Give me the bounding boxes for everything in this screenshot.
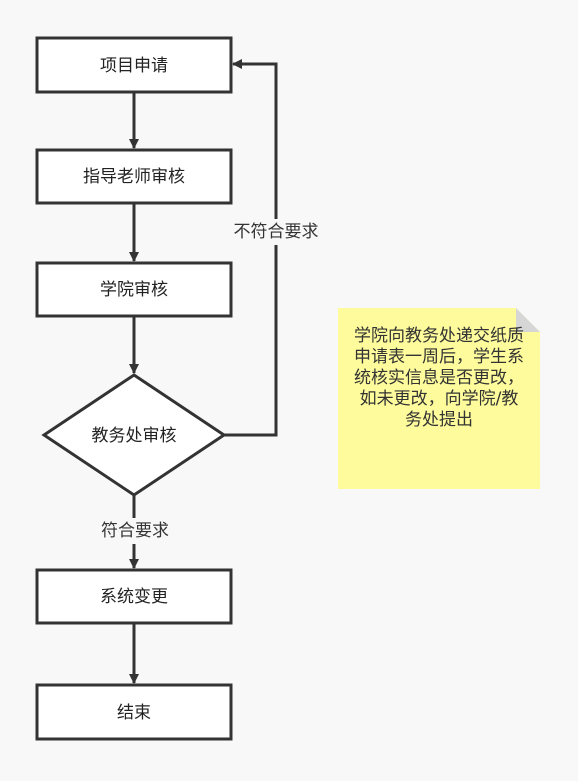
sticky-note-text: 学院向教务处递交纸质申请表一周后，学生系统核实信息是否更改，如未更改，向学院/教… (354, 326, 524, 430)
sticky-note (338, 308, 540, 489)
edge-label-rejected: 不符合要求 (234, 222, 319, 242)
edge-label-approved: 符合要求 (101, 521, 169, 541)
node-end-label: 结束 (117, 703, 151, 723)
edge-label-approved-bg (92, 518, 178, 544)
node-college-review-label: 学院审核 (100, 280, 168, 300)
node-academic-review-label: 教务处审核 (92, 426, 177, 446)
node-apply: 项目申请 (35, 36, 233, 94)
node-apply-label: 项目申请 (100, 56, 168, 76)
node-system-change-label: 系统变更 (100, 587, 168, 607)
node-college-review: 学院审核 (35, 261, 233, 318)
node-system-change: 系统变更 (35, 568, 233, 625)
edge-label-rejected-bg (224, 219, 328, 245)
node-advisor-review-label: 指导老师审核 (83, 167, 185, 187)
node-academic-review: 教务处审核 (41, 373, 227, 497)
edge-rejected-loop (224, 59, 278, 437)
node-end: 结束 (35, 683, 233, 741)
node-advisor-review: 指导老师审核 (35, 148, 233, 205)
